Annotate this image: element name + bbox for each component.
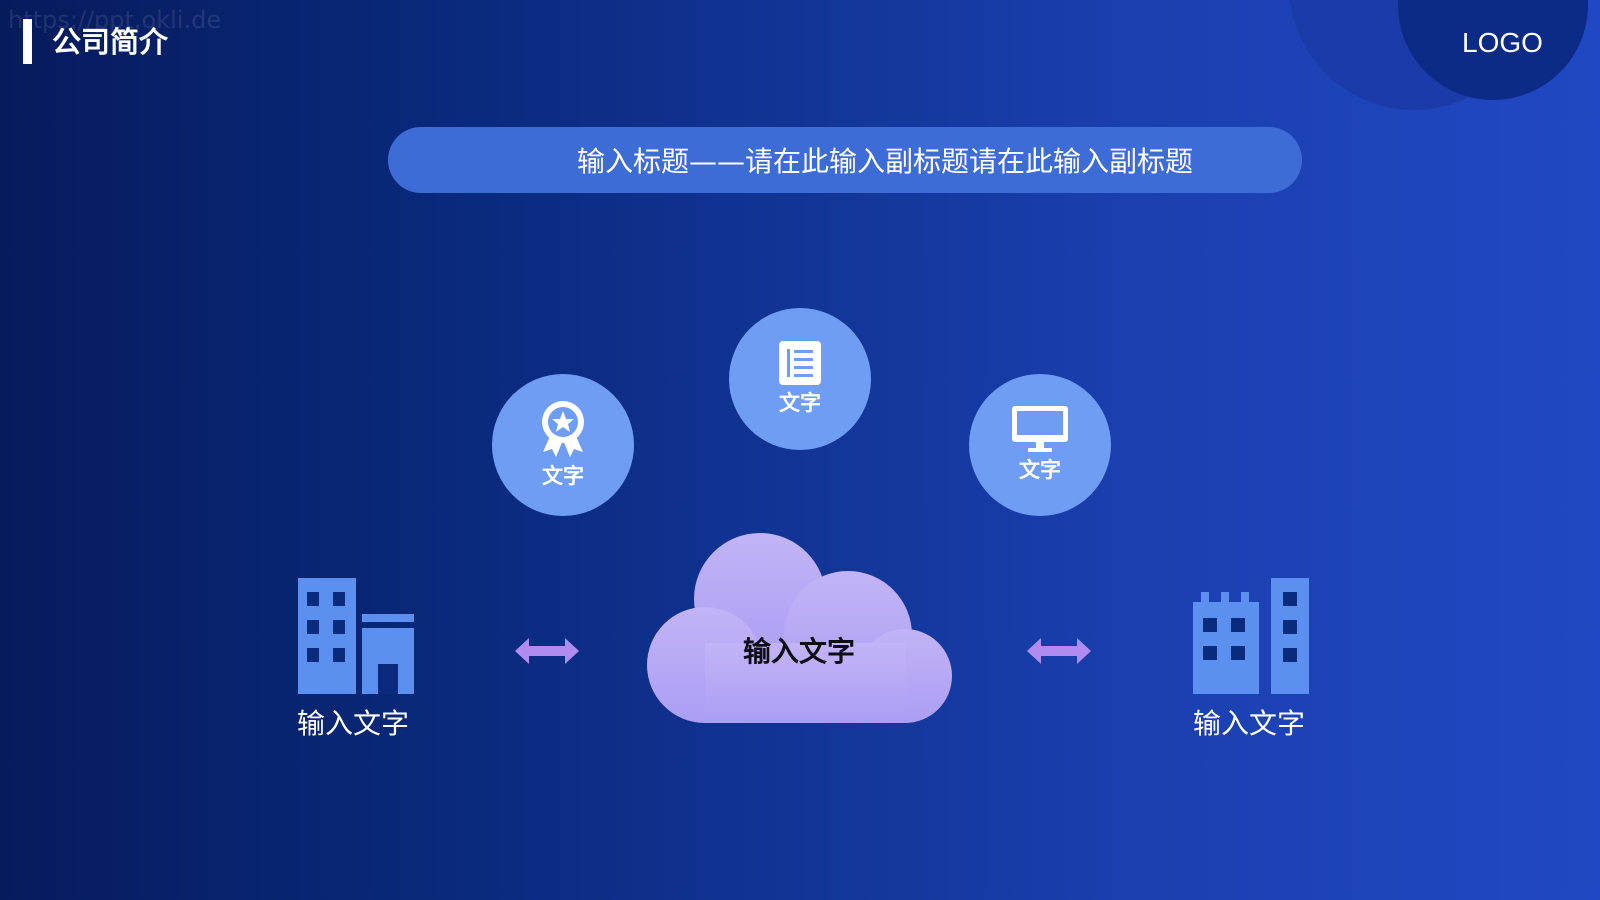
- office-building-icon: [298, 578, 414, 694]
- bubble-label: 文字: [542, 464, 584, 488]
- watermark-text: https://ppt.okli.de: [8, 6, 222, 34]
- cloud-label: 输入文字: [742, 635, 855, 668]
- page-title: 公司简介: [52, 25, 169, 59]
- left-caption: 输入文字: [297, 707, 410, 740]
- bubble-document: 文字: [729, 308, 871, 450]
- award-ribbon-icon: [542, 401, 584, 457]
- subtitle-banner: 输入标题——请在此输入副标题请在此输入副标题: [388, 127, 1302, 193]
- cloud-shape: [647, 533, 952, 723]
- left-double-arrow-icon: [515, 638, 579, 664]
- bubble-label: 文字: [1019, 458, 1061, 482]
- monitor-icon: [1012, 406, 1068, 452]
- bubble-label: 文字: [779, 391, 821, 415]
- factory-building-icon: [1193, 578, 1309, 694]
- subtitle-text: 输入标题——请在此输入副标题请在此输入副标题: [576, 145, 1193, 178]
- document-list-icon: [779, 341, 821, 385]
- right-double-arrow-icon: [1027, 638, 1091, 664]
- bubble-monitor: 文字: [969, 374, 1111, 516]
- bubble-award: 文字: [492, 374, 634, 516]
- right-caption: 输入文字: [1193, 707, 1306, 740]
- logo: LOGO: [1462, 27, 1543, 58]
- title-accent-bar: [23, 19, 32, 64]
